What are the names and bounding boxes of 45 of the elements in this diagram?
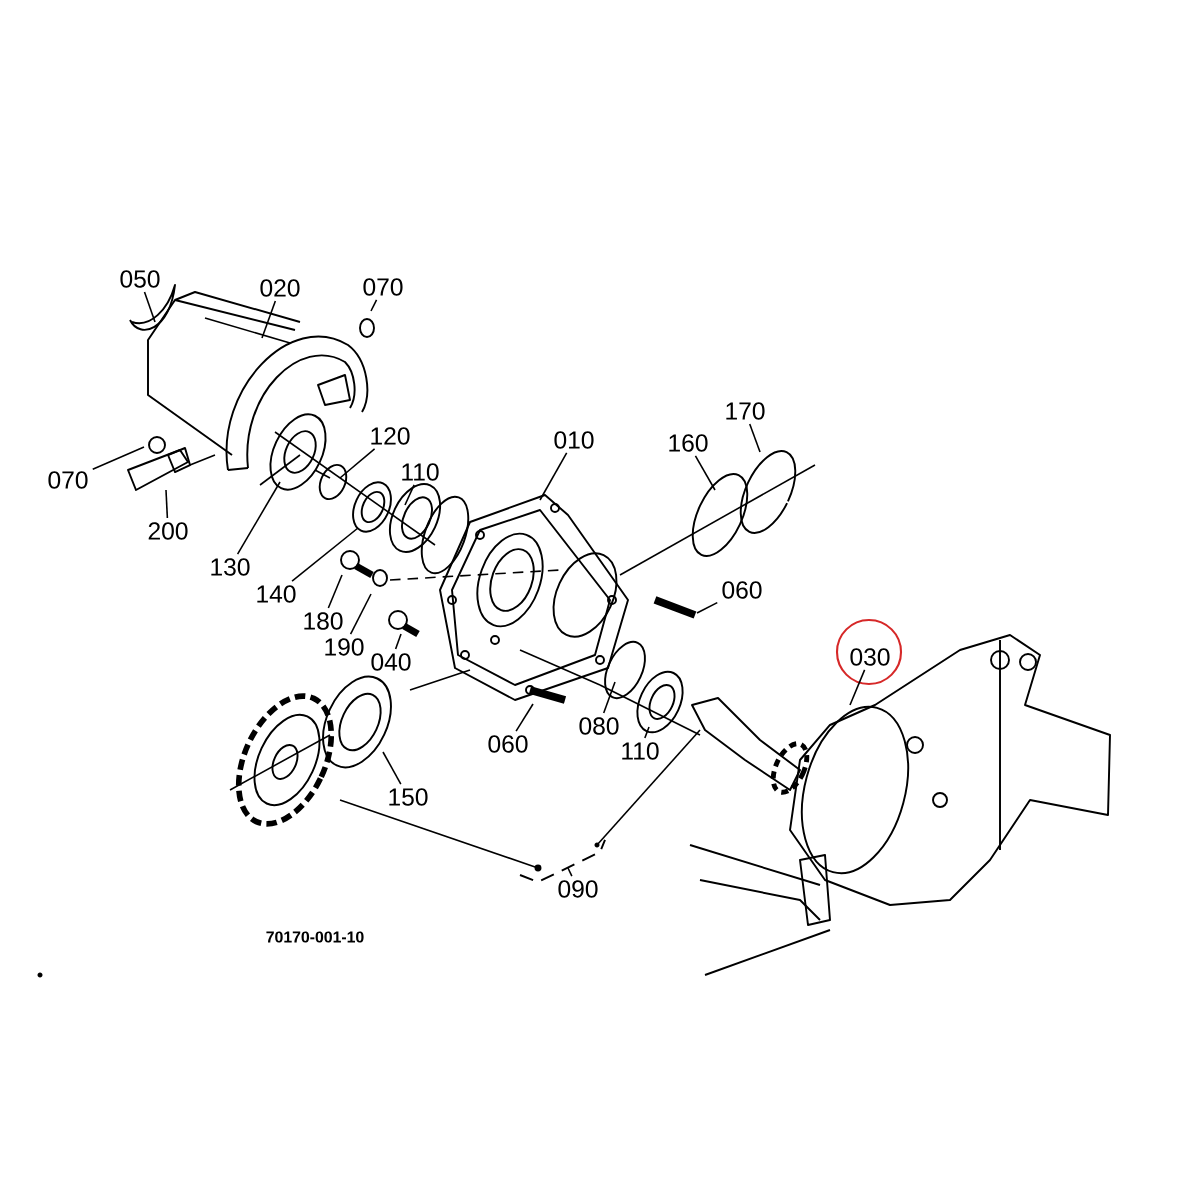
callout-number: 160 <box>669 434 708 452</box>
callout-number: 150 <box>389 788 428 806</box>
leader-line <box>567 867 573 877</box>
leader-line <box>602 681 616 714</box>
callout-number: 120 <box>371 427 410 445</box>
callout-number: 050 <box>120 270 160 288</box>
leader-line <box>849 669 866 706</box>
callout-number: 030 <box>850 648 890 666</box>
callout-number: 130 <box>211 558 250 576</box>
callout-number: 090 <box>558 880 598 898</box>
leader-line <box>236 481 281 555</box>
callout-number: 040 <box>371 653 411 671</box>
leader-line <box>327 574 343 609</box>
callout-number: 170 <box>726 402 765 420</box>
callout-number: 180 <box>304 612 343 630</box>
leader-line <box>539 452 568 501</box>
leader-line <box>748 423 761 453</box>
callout-number: 070 <box>48 471 88 489</box>
callout-number: 070 <box>363 278 403 296</box>
leader-line <box>644 726 650 739</box>
leader-line <box>349 593 372 635</box>
leader-line <box>339 448 376 479</box>
leader-line <box>515 703 534 732</box>
leader-line <box>694 455 716 491</box>
callout-number: 020 <box>260 279 300 297</box>
drawing-number: 70170-001-10 <box>266 931 364 943</box>
callout-number: 110 <box>402 463 439 481</box>
callout-number: 060 <box>488 735 528 753</box>
callout-number: 010 <box>554 431 594 449</box>
leader-line <box>291 527 359 582</box>
leader-line <box>696 601 719 614</box>
leader-line <box>91 446 145 471</box>
callout-number: 140 <box>257 585 296 603</box>
callout-number: 190 <box>325 638 364 656</box>
leader-line <box>165 489 169 519</box>
leader-line <box>404 484 415 506</box>
callout-number: 080 <box>579 717 619 735</box>
leader-line <box>382 751 402 785</box>
leader-line <box>143 291 156 323</box>
leader-line <box>394 633 402 650</box>
callout-number: 060 <box>722 581 762 599</box>
callout-number: 200 <box>148 522 188 540</box>
leader-line <box>261 300 277 339</box>
leader-line <box>370 299 378 312</box>
callout-number: 110 <box>622 742 659 760</box>
